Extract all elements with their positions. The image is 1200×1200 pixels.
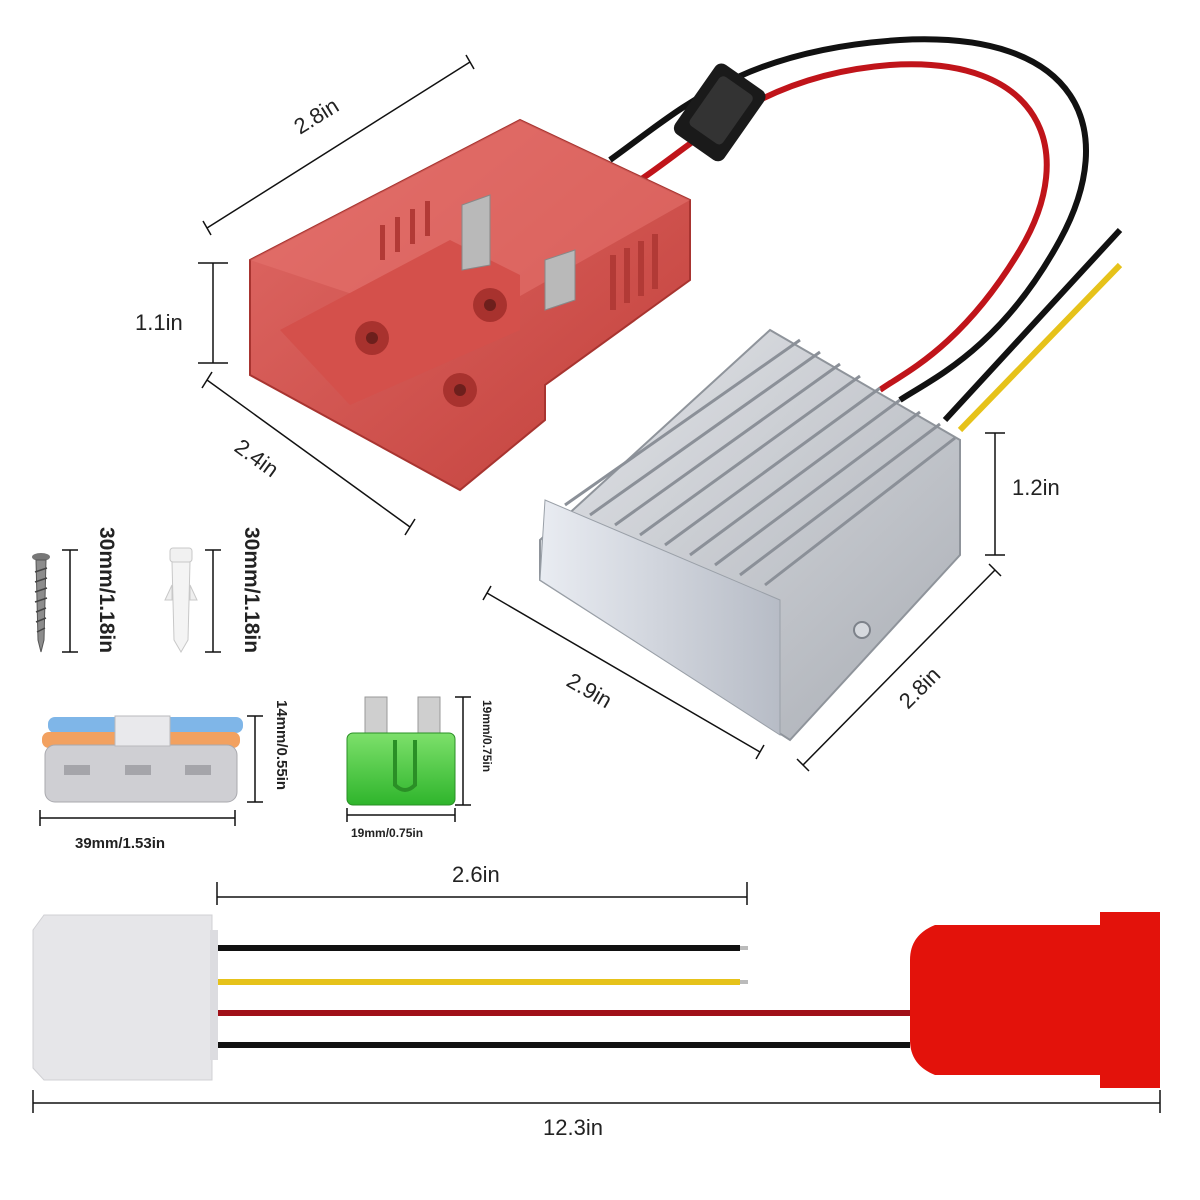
- label-converter-width: 2.9in: [563, 668, 617, 714]
- label-total-length: 12.3in: [543, 1115, 603, 1140]
- label-fuse-height: 19mm/0.75in: [480, 700, 494, 772]
- label-screw-length: 30mm/1.18in: [95, 527, 118, 653]
- label-converter-depth: 2.8in: [894, 662, 945, 713]
- label-base-width: 2.8in: [289, 93, 343, 139]
- label-fuse-width: 19mm/0.75in: [351, 826, 423, 840]
- lever-connector: [42, 715, 243, 803]
- screw: [32, 553, 50, 653]
- adapter-wires: [608, 36, 1123, 433]
- blade-fuse: [346, 696, 456, 806]
- label-base-height: 1.1in: [135, 310, 183, 335]
- dc-converter: [539, 328, 961, 742]
- wall-anchor: [164, 547, 198, 653]
- label-output-wire-length: 2.6in: [452, 862, 500, 887]
- bottom-dimension-lines: [32, 882, 1161, 1113]
- label-anchor-length: 30mm/1.18in: [240, 527, 263, 653]
- battery-adapter: [249, 118, 691, 492]
- label-base-depth: 2.4in: [230, 434, 283, 482]
- label-connector-height: 14mm/0.55in: [273, 700, 290, 790]
- inline-fuse-holder: [673, 63, 766, 162]
- bottom-side-view: [32, 912, 1160, 1088]
- dimension-lines: [198, 54, 1005, 772]
- connector-dimension: [39, 715, 263, 826]
- label-converter-height: 1.2in: [1012, 475, 1060, 500]
- screw-dimension: [62, 549, 78, 653]
- anchor-dimension: [205, 549, 221, 653]
- fuse-dimension: [346, 696, 471, 822]
- label-connector-width: 39mm/1.53in: [75, 835, 165, 852]
